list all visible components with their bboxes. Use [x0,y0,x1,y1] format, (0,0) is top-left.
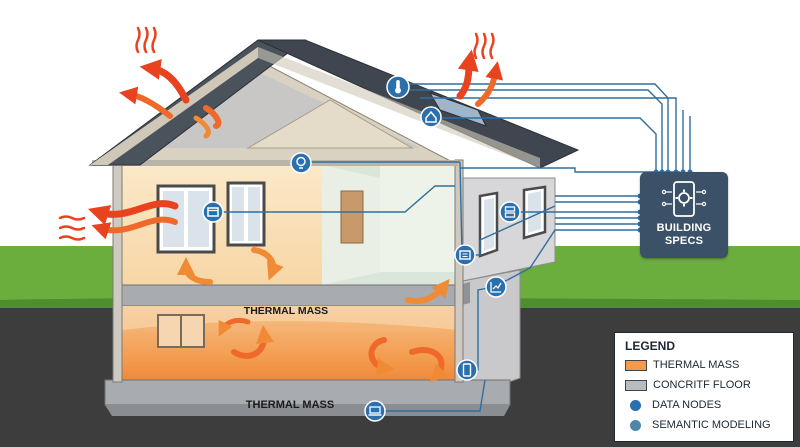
home-icon[interactable] [420,106,442,128]
heat-arrows-wall [58,200,179,241]
thermometer-icon[interactable] [386,75,410,99]
heat-arrows-roof [119,26,504,139]
heat-circulation-arrows [177,247,450,383]
interior-door [340,190,364,244]
legend-item-semantic-modeling: SEMANTIC MODELING [625,417,771,433]
data-lines [213,83,691,412]
window-lower-left [157,314,205,348]
window-sensor-icon[interactable] [202,201,224,223]
window-side-1 [478,191,499,258]
legend: LEGEND THERMAL MASS CONCRITF FLOOR DATA … [614,332,794,442]
server-icon[interactable] [499,201,521,223]
lightbulb-icon[interactable] [290,152,312,174]
window-upper-left [156,184,216,254]
tablet-icon[interactable] [456,359,478,381]
legend-label: THERMAL MASS [653,359,740,371]
legend-dot-data-nodes [630,399,641,411]
thermal-mass-label-upper: THERMAL MASS [244,305,328,317]
legend-title: LEGEND [625,339,676,353]
chart-icon[interactable] [485,276,507,298]
legend-label: DATA NODES [652,399,722,411]
building-specs-box[interactable]: BUILDING SPECS [640,172,728,258]
specs-title-line2: SPECS [664,235,704,247]
gear-in-device-icon [661,181,707,217]
laptop-icon[interactable] [364,400,386,422]
window-upper-middle [226,181,266,247]
legend-dot-semantic-modeling [630,419,641,431]
thermostat-panel-icon[interactable] [454,244,476,266]
legend-item-concrete-floor: CONCRITF FLOOR [625,377,751,393]
legend-label: SEMANTIC MODELING [652,419,771,431]
legend-item-thermal-mass: THERMAL MASS [625,357,739,373]
specs-title-line1: BUILDING [656,222,712,234]
legend-label: CONCRITF FLOOR [653,379,751,391]
thermal-mass-label-lower: THERMAL MASS [246,399,334,411]
legend-swatch-thermal-mass [625,359,647,371]
legend-swatch-concrete-floor [625,379,647,391]
legend-item-data-nodes: DATA NODES [625,397,721,413]
